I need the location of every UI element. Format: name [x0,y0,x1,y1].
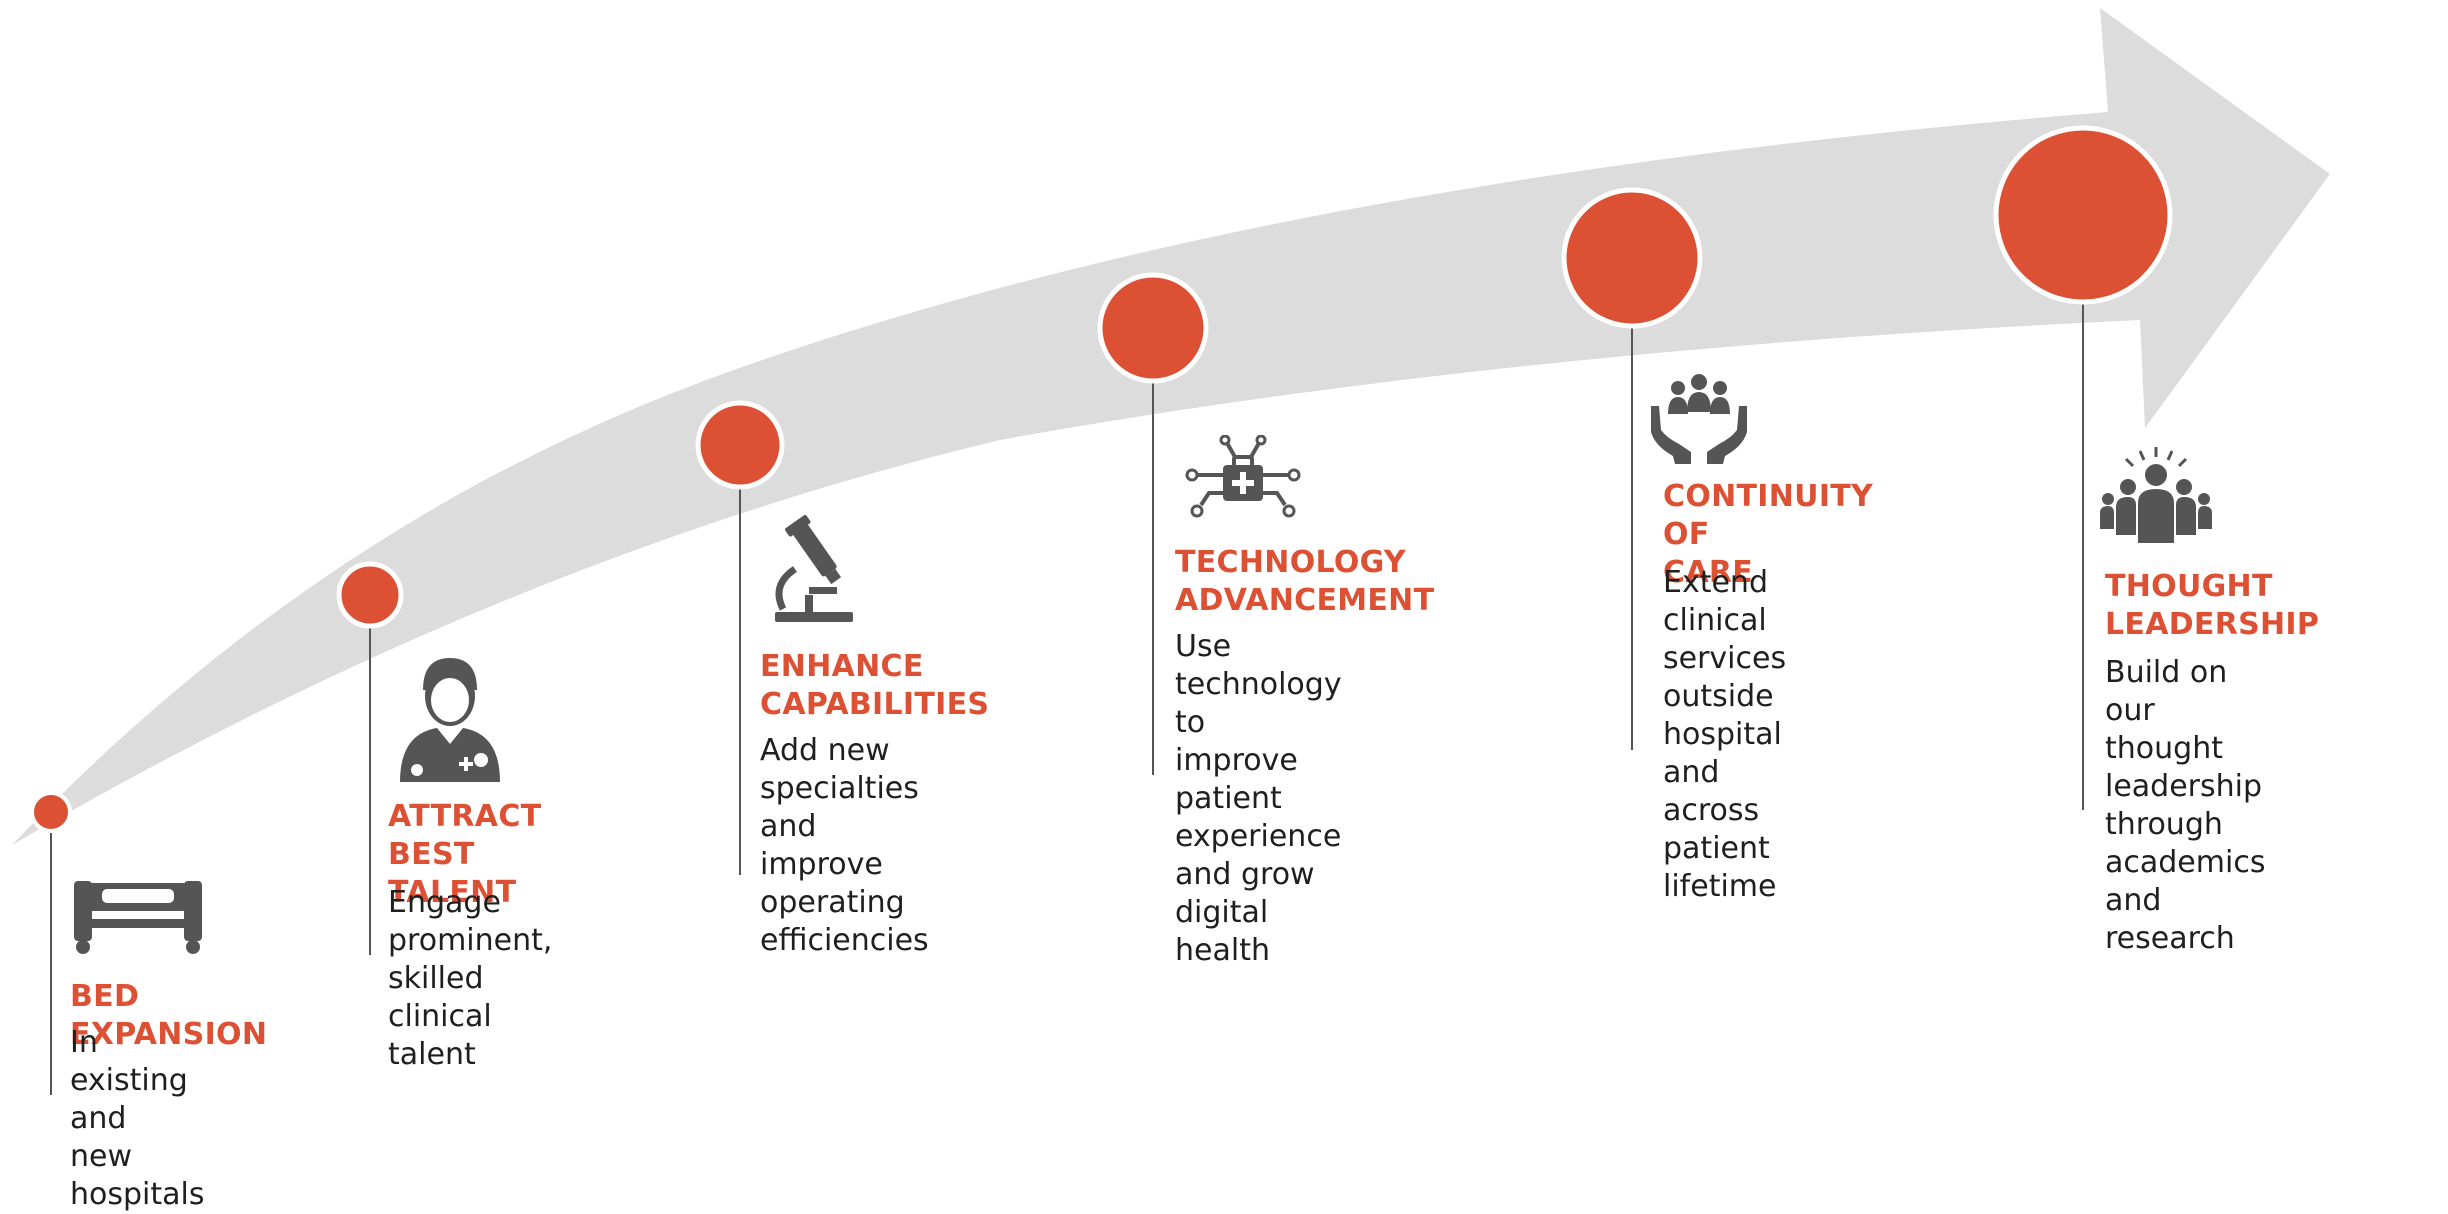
growth-arrow-diagram [12,8,2330,1095]
milestone-title: TECHNOLOGY ADVANCEMENT [1175,545,1435,618]
milestone-dot-attract-best-talent [336,561,404,629]
milestone-dot-technology-advancement [1097,272,1209,384]
milestone-description: Extend clinical services outside hospita… [1663,565,1787,904]
milestone-title: ATTRACT BEST TALENT [388,799,542,910]
milestone-dot-thought-leadership [1993,125,2173,305]
hospital-bed-icon [74,881,202,954]
digital-medical-kit-icon [1185,435,1301,518]
hands-holding-people-icon [1651,374,1747,464]
microscope-icon [775,515,853,622]
group-leader-icon [2100,447,2212,543]
milestone-dot-continuity-of-care [1561,187,1703,329]
growth-arrow [12,8,2330,845]
milestone-description: Add new specialties and improve operatin… [760,733,929,958]
milestone-title: THOUGHT LEADERSHIP [2105,569,2320,642]
milestone-description: In existing and new hospitals [70,1025,205,1212]
milestone-title: BED EXPANSION [70,979,268,1052]
milestone-description: Use technology to improve patient experi… [1175,629,1342,968]
milestone-description: Build on our thought leadership through … [2105,655,2266,956]
milestone-description: Engage prominent, skilled clinical talen… [388,885,553,1072]
milestone-dot-bed-expansion [30,791,72,833]
milestone-title: ENHANCE CAPABILITIES [760,649,990,722]
milestone-title: CONTINUITY OF CARE [1663,479,1874,590]
doctor-icon [400,658,500,782]
milestone-dot-enhance-capabilities [695,400,785,490]
